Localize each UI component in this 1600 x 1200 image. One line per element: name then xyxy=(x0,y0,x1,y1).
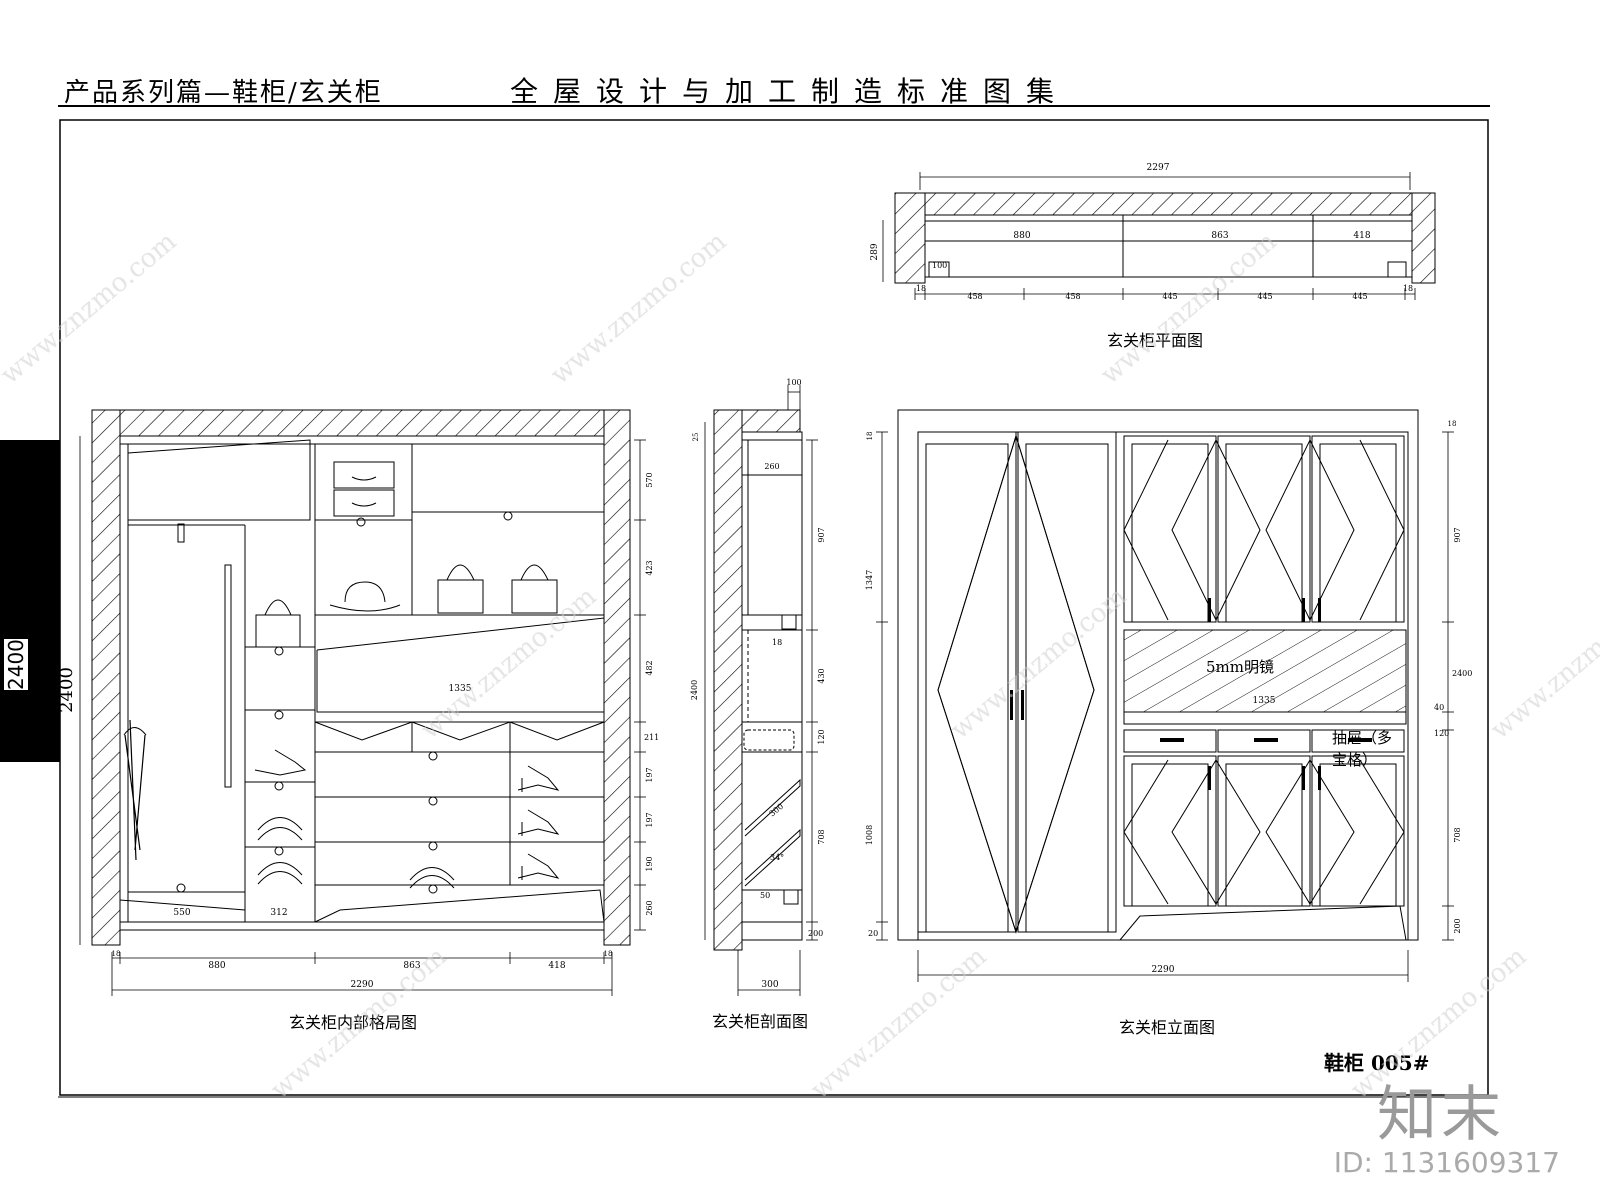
interior-total-dim: 2290 xyxy=(351,980,374,990)
plan-caption: 玄关柜平面图 xyxy=(1107,331,1203,350)
interior-inner-width: 1335 xyxy=(449,684,472,694)
plan-offset-dim: 100 xyxy=(932,261,947,270)
section-gap-dim: 18 xyxy=(772,638,782,647)
section-shelf-depth: 260 xyxy=(764,462,779,471)
plan-inner-dim-1: 880 xyxy=(1013,231,1030,241)
plan-inner-dim-3: 418 xyxy=(1353,231,1370,241)
elevation-caption: 玄关柜立面图 xyxy=(1119,1018,1215,1037)
plan-bottom-dim-2: 458 xyxy=(967,292,982,301)
section-depth-dim: 300 xyxy=(761,980,778,990)
section-right-dim-1: 907 xyxy=(817,527,826,542)
plan-inner-dim-2: 863 xyxy=(1211,231,1228,241)
watermark-text: www.znzmo.com xyxy=(805,942,992,1106)
elevation-right-dim-1: 18 xyxy=(1448,420,1457,428)
mirror-width-dim: 1335 xyxy=(1253,696,1276,706)
plan-bottom-dim-1: 18 xyxy=(916,284,926,293)
plan-bottom-dim-6: 445 xyxy=(1352,292,1367,301)
interior-view: 2400 570 423 482 211 197 197 190 260 133… xyxy=(56,409,659,996)
sidebar-strip xyxy=(0,440,60,762)
interior-bottom-label-2: 312 xyxy=(270,908,287,918)
elevation-left-dim-3: 1008 xyxy=(865,825,874,845)
section-right-dim-5: 200 xyxy=(808,929,823,938)
plan-depth-dim: 289 xyxy=(870,243,880,260)
mirror-label: 5mm明镜 xyxy=(1206,658,1274,676)
drawer-label-2: 宝格） xyxy=(1332,751,1377,769)
plan-bottom-dim-7: 18 xyxy=(1403,284,1413,293)
center-title: 全屋设计与加工制造标准图集 xyxy=(510,75,1070,108)
interior-bottom-dim-3: 863 xyxy=(403,961,420,971)
section-height-dim: 2400 xyxy=(690,680,699,700)
elevation-total-dim: 2290 xyxy=(1152,965,1175,975)
elevation-right-dim-4: 40 xyxy=(1434,703,1444,712)
plan-bottom-dim-5: 445 xyxy=(1257,292,1272,301)
drawing-frame xyxy=(58,105,1490,1098)
elevation-view: 18 1347 1008 20 18 907 2400 40 120 708 2… xyxy=(865,409,1472,982)
elevation-right-dim-7: 200 xyxy=(1453,918,1462,933)
interior-bottom-dim-5: 18 xyxy=(604,950,613,958)
section-view: 100 25 260 2400 907 430 120 708 200 18 3… xyxy=(690,378,826,996)
watermark-text: www.znzmo.com xyxy=(0,227,182,391)
elevation-left-dim-4: 20 xyxy=(868,929,878,938)
interior-right-dim-4: 211 xyxy=(644,733,659,742)
section-bottom-small: 50 xyxy=(760,891,770,900)
interior-caption: 玄关柜内部格局图 xyxy=(289,1013,417,1032)
elevation-left-dim-2: 1347 xyxy=(865,570,874,590)
interior-bottom-dim-4: 418 xyxy=(548,961,565,971)
section-caption: 玄关柜剖面图 xyxy=(712,1012,808,1031)
code-label: 鞋柜 005# xyxy=(1324,1051,1429,1075)
interior-right-dim-2: 423 xyxy=(645,560,654,575)
interior-right-dim-8: 260 xyxy=(645,900,654,915)
interior-right-dim-1: 570 xyxy=(645,472,654,487)
elevation-right-dim-3: 2400 xyxy=(1452,669,1472,678)
section-right-dim-3: 120 xyxy=(817,729,826,744)
interior-height-dim: 2400 xyxy=(56,667,77,713)
watermark-logo: 知末 xyxy=(1377,1080,1505,1150)
section-top-small: 25 xyxy=(692,433,700,442)
watermark-text: www.znzmo.com xyxy=(1485,582,1600,746)
watermark-id: ID: 1131609317 xyxy=(1333,1146,1560,1179)
interior-right-dim-7: 190 xyxy=(645,856,654,871)
section-angle: 34° xyxy=(770,853,784,862)
plan-total-dim: 2297 xyxy=(1147,163,1170,173)
interior-right-dim-3: 482 xyxy=(645,660,654,675)
interior-bottom-dim-2: 880 xyxy=(208,961,225,971)
interior-bottom-dim-1: 18 xyxy=(112,950,121,958)
elevation-right-dim-5: 120 xyxy=(1434,729,1449,738)
plan-bottom-dim-4: 445 xyxy=(1162,292,1177,301)
section-right-dim-4: 708 xyxy=(817,829,826,844)
interior-right-dim-5: 197 xyxy=(645,767,654,782)
left-title: 产品系列篇—鞋柜/玄关柜 xyxy=(64,78,383,108)
section-top-dim: 100 xyxy=(786,378,801,387)
section-right-dim-2: 430 xyxy=(817,668,826,683)
interior-bottom-label-1: 550 xyxy=(173,908,190,918)
plan-view: 2297 289 880 863 418 100 18 458 458 445 … xyxy=(870,163,1436,301)
plan-bottom-dim-3: 458 xyxy=(1065,292,1080,301)
watermark-text: www.znzmo.com xyxy=(545,227,732,391)
elevation-right-dim-2: 907 xyxy=(1453,527,1462,542)
interior-right-dim-6: 197 xyxy=(645,812,654,827)
elevation-right-dim-6: 708 xyxy=(1453,827,1462,842)
drawer-label-1: 抽屉（多 xyxy=(1332,729,1392,747)
elevation-left-dim-1: 18 xyxy=(866,432,874,441)
